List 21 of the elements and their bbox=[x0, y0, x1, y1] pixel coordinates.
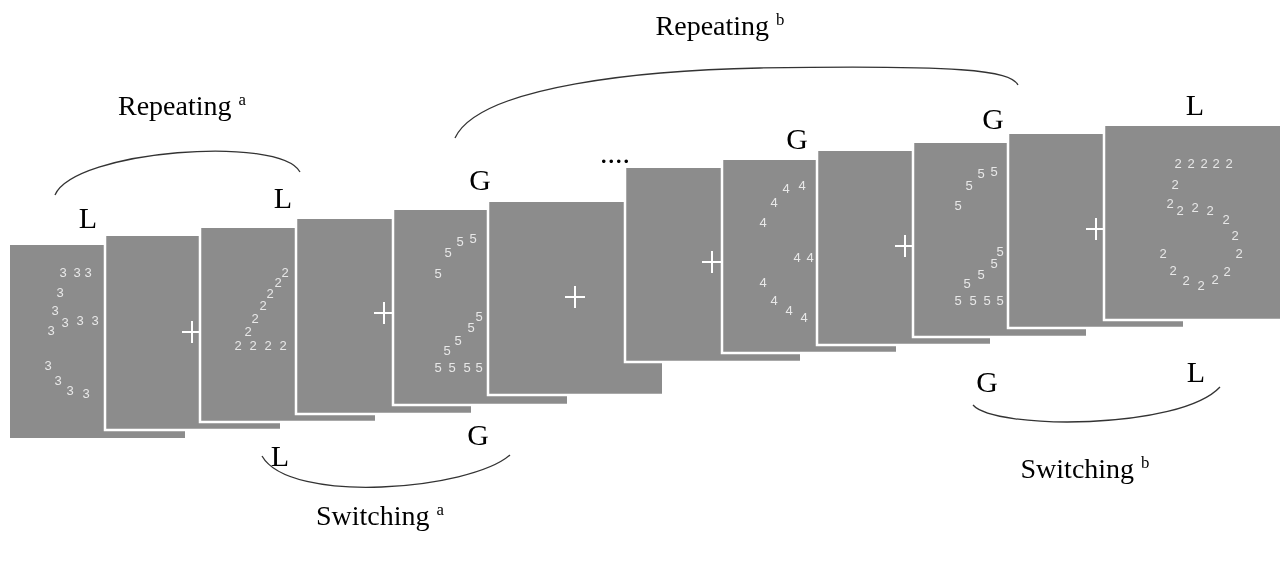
level-label: G bbox=[982, 104, 1004, 134]
navon-figure-drawing: 2 2 2 2 2 2 2 2 2 2 bbox=[234, 265, 289, 353]
condition-label: Repeating $^{b}$ bbox=[655, 12, 785, 40]
level-label: G bbox=[467, 420, 489, 450]
navon-figure-drawing: 4 4 4 4 4 4 4 4 4 4 bbox=[759, 178, 814, 325]
level-label: L bbox=[1185, 90, 1205, 120]
level-label: L bbox=[273, 183, 293, 213]
level-label: L bbox=[78, 203, 98, 233]
level-label: G bbox=[786, 124, 808, 154]
navon-figure-drawing: 5 5 5 5 5 5 5 5 5 5 5 5 bbox=[954, 164, 1004, 308]
level-label: L bbox=[270, 441, 290, 471]
navon-figure-drawing: 2 2 2 2 2 2 2 2 2 2 2 2 2 2 2 2 2 2 2 bbox=[1159, 156, 1243, 293]
condition-label: Switching $^{b}$ bbox=[1020, 455, 1150, 483]
level-label: L bbox=[1186, 357, 1206, 387]
ellipsis: .... bbox=[600, 138, 630, 168]
condition-label: Switching $^{a}$ bbox=[316, 502, 444, 530]
level-label: G bbox=[469, 165, 491, 195]
condition-label: Repeating $^{a}$ bbox=[118, 92, 246, 120]
level-label: G bbox=[976, 367, 998, 397]
navon-figure-drawing: 3 3 3 3 3 3 3 3 3 3 3 3 3 bbox=[44, 265, 99, 401]
navon-figure-drawing: 5 5 5 5 5 5 5 5 5 5 5 5 bbox=[434, 231, 483, 375]
